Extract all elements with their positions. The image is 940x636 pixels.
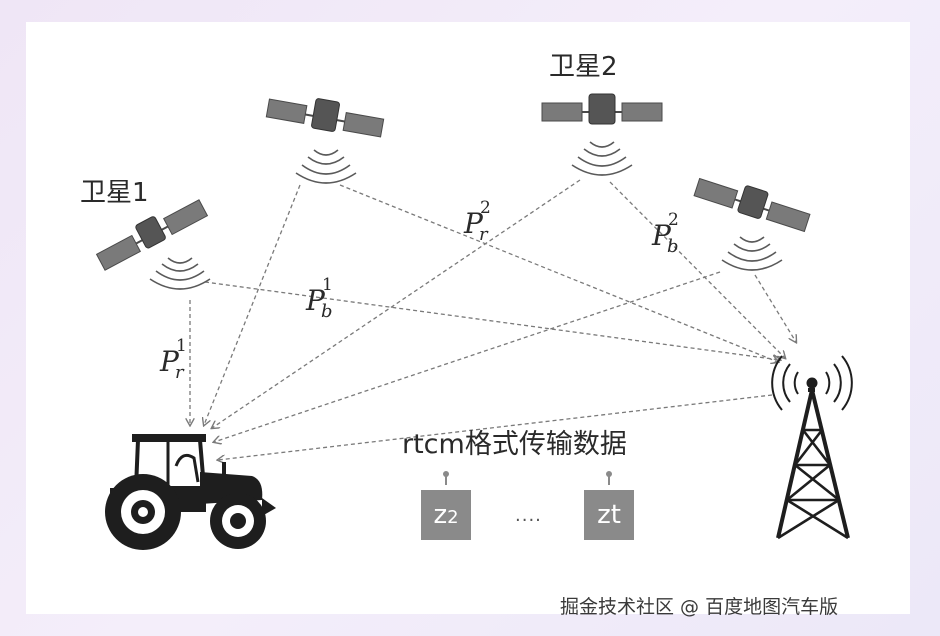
signal-lines	[190, 179, 796, 460]
p-label-b2: P 2 b	[652, 212, 679, 256]
satellite-2-label: 卫星2	[549, 52, 618, 82]
p-label-r2-sub: r	[479, 224, 488, 245]
p-label-b1-sub: b	[321, 301, 333, 322]
data-box-2-pin	[606, 471, 612, 477]
p-label-b2-sub: b	[667, 236, 679, 257]
data-box-z2-sub: 2	[447, 507, 459, 528]
p-label-b1-base: P	[306, 284, 325, 317]
line-sat1-to-tower	[204, 281, 780, 360]
data-box-z2: z2	[421, 490, 471, 540]
line-sat4-to-tractor	[214, 271, 721, 442]
p-label-r2-base: P	[464, 207, 483, 240]
satellite-4-icon	[693, 177, 811, 233]
p-label-b2-base: P	[652, 219, 671, 252]
ellipsis: ....	[515, 505, 542, 526]
p-label-r1: P 1 r	[160, 338, 187, 382]
satellite-4-waves	[721, 236, 783, 271]
line-sat2-to-tractor	[212, 179, 581, 428]
data-box-1-pin	[443, 471, 449, 477]
data-box-1-stem	[445, 475, 447, 485]
satellite-a-icon	[265, 98, 385, 138]
p-label-r1-sup: 1	[176, 336, 187, 356]
line-sat2-to-tower	[609, 181, 785, 358]
satellite-1-waves	[149, 257, 211, 290]
radio-tower-icon	[771, 355, 853, 540]
line-tower-to-tractor	[218, 394, 773, 460]
data-box-2-stem	[608, 475, 610, 485]
satellite-1-label: 卫星1	[80, 178, 149, 208]
data-box-zt: zt	[584, 490, 634, 540]
data-box-z2-main: z	[433, 500, 448, 530]
satellite-2-waves	[571, 141, 633, 176]
line-sat-a-to-tractor	[204, 184, 301, 425]
satellite-2-icon	[541, 93, 663, 125]
p-label-r2: P 2 r	[464, 200, 491, 244]
p-label-b1-sup: 1	[322, 275, 333, 295]
p-label-b1: P 1 b	[306, 277, 333, 321]
watermark-text: 掘金技术社区 @ 百度地图汽车版	[560, 596, 839, 618]
tractor-icon	[105, 434, 276, 550]
satellite-1-icon	[95, 199, 209, 271]
data-box-zt-main: zt	[597, 500, 621, 530]
p-label-r1-sub: r	[175, 362, 184, 383]
p-label-b2-sup: 2	[668, 210, 679, 230]
line-sat-a-to-tower	[339, 184, 778, 362]
rtcm-transfer-label: rtcm格式传输数据	[402, 429, 627, 460]
p-label-r1-base: P	[160, 345, 179, 378]
line-sat4-to-tower	[754, 274, 796, 342]
satellite-a-waves	[295, 149, 357, 184]
p-label-r2-sup: 2	[480, 198, 491, 218]
